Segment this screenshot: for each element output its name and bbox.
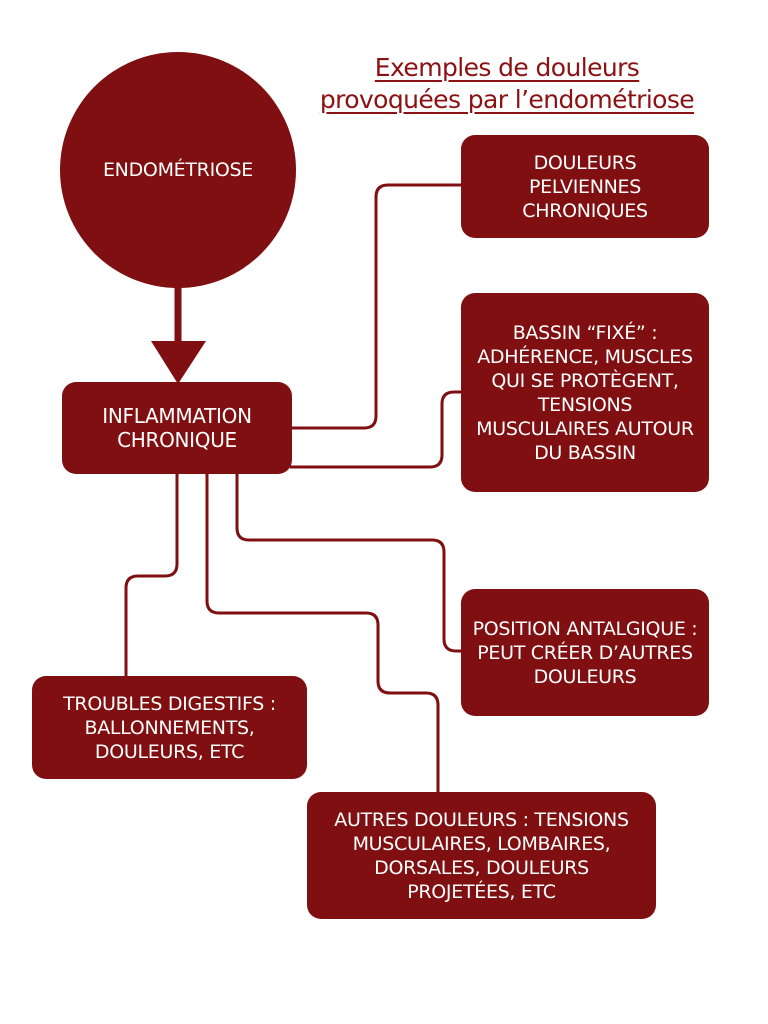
connector-autres bbox=[205, 474, 440, 793]
connector-antalgique bbox=[235, 474, 462, 653]
node-douleurs-pelviennes: DOULEURS PELVIENNES CHRONIQUES bbox=[461, 135, 709, 238]
node-endometriose: ENDOMÉTRIOSE bbox=[60, 52, 296, 288]
node-position-antalgique: POSITION ANTALGIQUE : PEUT CRÉER D’AUTRE… bbox=[461, 589, 709, 716]
diagram-title: Exemples de douleurs provoquées par l’en… bbox=[282, 52, 732, 116]
node-bassin-fixe: BASSIN “FIXÉ” : ADHÉRENCE, MUSCLES QUI S… bbox=[461, 293, 709, 492]
arrow-head bbox=[151, 341, 206, 384]
node-inflammation: INFLAMMATION CHRONIQUE bbox=[62, 382, 292, 474]
connector-digestifs bbox=[124, 474, 179, 677]
connector-bassin bbox=[290, 390, 462, 469]
title-line-1: Exemples de douleurs bbox=[374, 53, 640, 82]
node-troubles-digestifs: TROUBLES DIGESTIFS : BALLONNEMENTS, DOUL… bbox=[32, 676, 307, 779]
connector-pelviennes bbox=[290, 183, 462, 430]
title-line-2: provoquées par l’endométriose bbox=[319, 85, 695, 114]
node-autres-douleurs: AUTRES DOULEURS : TENSIONS MUSCULAIRES, … bbox=[307, 792, 656, 919]
